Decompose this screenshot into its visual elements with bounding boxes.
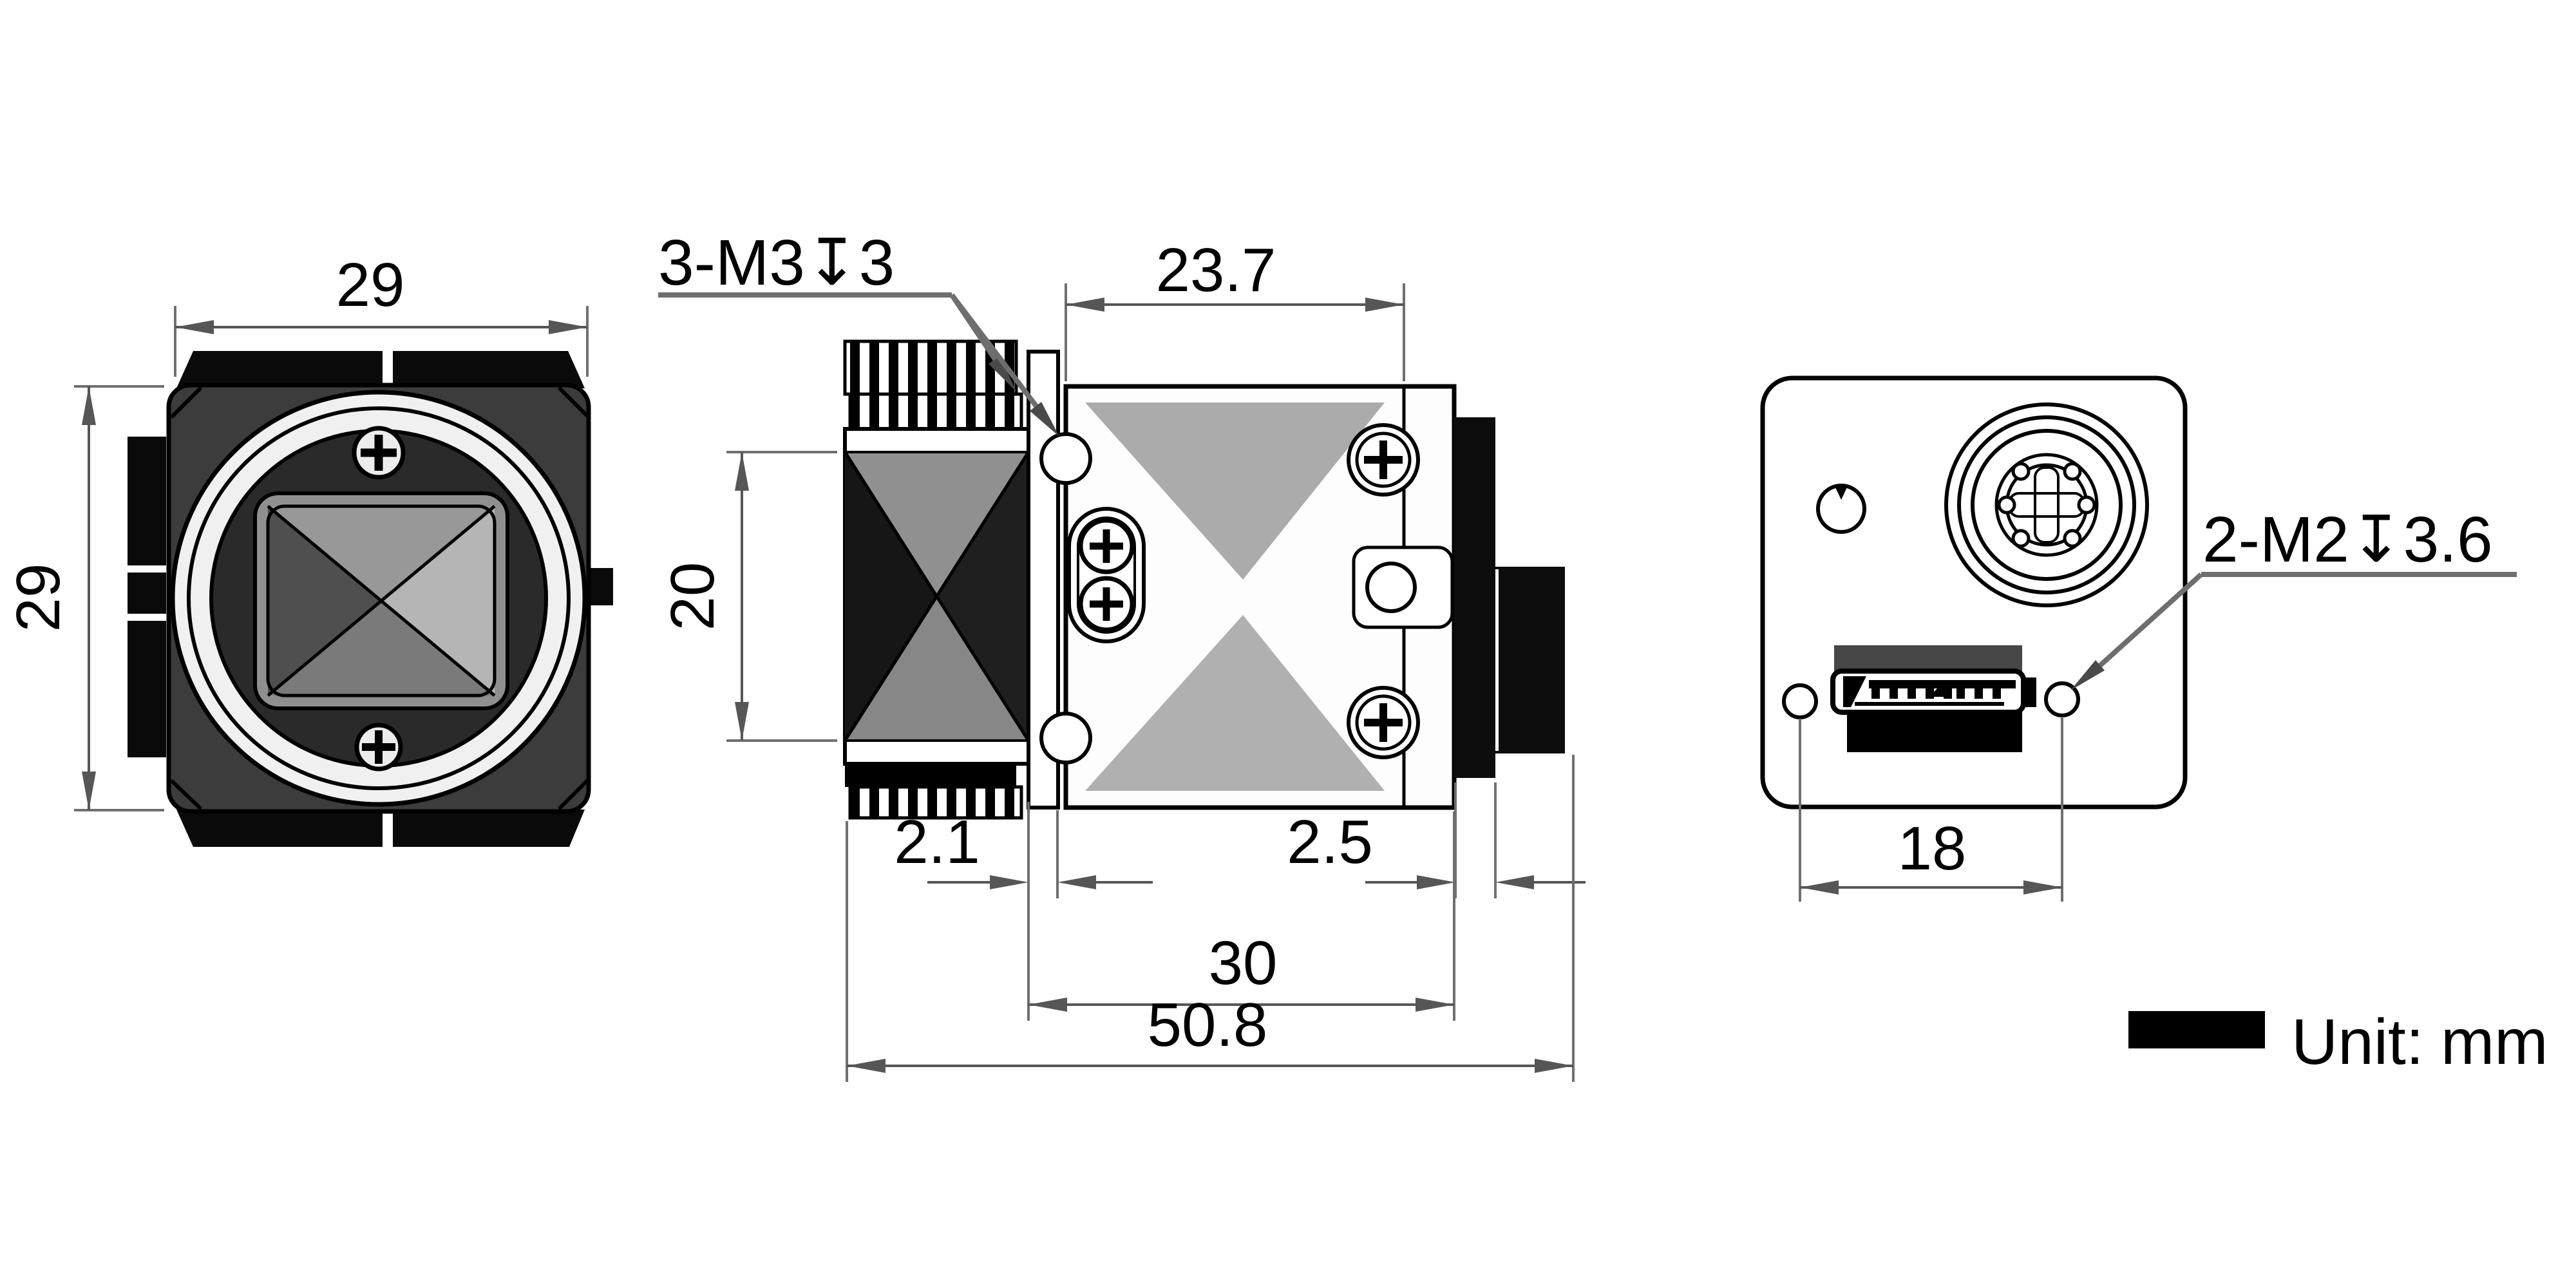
io-pin-6: [2063, 529, 2082, 548]
usb-micro-b-connector: [1830, 645, 2036, 752]
sensor-window-top-facet: [268, 506, 495, 601]
dim-front-height: 29: [4, 385, 164, 811]
flange-fin-band-bottom: [848, 785, 1023, 820]
io-connector-key-vertical: [2034, 466, 2060, 544]
sensor-window-right-facet: [381, 506, 495, 696]
front-corner-chamfer-br: [557, 779, 589, 811]
back-m2-hole-right: [2044, 681, 2080, 717]
body-rear-screw-bottom: [1347, 686, 1420, 759]
dim-label-front-width: 29: [336, 251, 405, 319]
body-rear-screw-top: [1347, 423, 1420, 497]
note-label-side-mount-holes: 3-M3↧3: [658, 227, 895, 299]
front-left-band-gap1: [128, 565, 166, 573]
dim-label-flange-inner-height: 20: [658, 562, 727, 631]
dim-label-body-with-flange-length: 30: [1209, 929, 1278, 998]
sensor-window-left-facet: [268, 506, 381, 696]
front-left-edge-band: [128, 437, 166, 757]
io-pin-3: [1997, 495, 2016, 515]
sensor-window-bottom-facet: [268, 601, 495, 696]
sensor-window-diagonal-2: [267, 505, 496, 697]
front-screw-bottom: [354, 723, 403, 772]
body-rear-plate: [1454, 417, 1495, 778]
io-pin-4: [2077, 495, 2096, 515]
note-label-rear-mount-holes: 2-M2↧3.6: [2202, 504, 2493, 576]
dim-rear-screw-spacing: 18: [1799, 717, 2063, 902]
back-view: [1760, 375, 2188, 810]
back-index-hole: [1816, 484, 1866, 534]
dim-label-front-height: 29: [4, 564, 73, 632]
dim-body-length: 23.7: [1065, 236, 1405, 381]
front-bottom-edge-band: [176, 810, 585, 847]
front-top-band-gap: [383, 348, 393, 393]
front-right-boss: [589, 568, 613, 605]
io-pin-1: [2011, 462, 2031, 481]
side-m3-hole-bottom: [1039, 712, 1092, 764]
flange-fin-band-top2: [848, 392, 1023, 431]
unit-note: Unit: mm: [2128, 1006, 2548, 1078]
dim-label-overall-length: 50.8: [1148, 990, 1268, 1059]
unit-note-label: Unit:: [2291, 1006, 2424, 1078]
front-bottom-band-gap: [383, 806, 393, 851]
io-pin-5: [2011, 529, 2031, 548]
dim-overall-length: 50.8: [846, 755, 1575, 1082]
dim-flange-plate-thickness: 2.1: [894, 802, 1153, 1021]
flange-right-facet: [936, 452, 1028, 741]
body-rear-connector-block: [1495, 567, 1565, 753]
dim-front-width: 29: [174, 251, 589, 377]
front-corner-chamfer-bl: [169, 779, 203, 811]
body-rear-connector-gap: [1495, 569, 1499, 751]
flange-top-facet: [845, 452, 1028, 596]
unit-note-bar: [2128, 1011, 2265, 1048]
body-top-shading: [1085, 402, 1385, 580]
flange-bottom-facet: [845, 596, 1028, 741]
flange-left-facet: [845, 452, 936, 741]
flange-diagonal-2: [843, 451, 1030, 742]
flange-bottom-band: [845, 764, 1016, 787]
dim-flange-inner-height: 20: [658, 451, 837, 742]
front-top-edge-band: [176, 351, 585, 388]
io-pin-2: [2063, 462, 2082, 481]
dim-body-with-flange-length: 30: [1028, 811, 1455, 1021]
front-corner-chamfer-tl: [169, 386, 203, 419]
side-slot-inner: [1077, 516, 1136, 634]
dim-label-flange-plate-thickness: 2.1: [894, 808, 980, 876]
side-m3-hole-top: [1039, 432, 1092, 485]
usb-recess-shadow: [1847, 712, 2022, 752]
front-corner-chamfer-tr: [557, 386, 589, 418]
body-bottom-shading: [1085, 615, 1385, 791]
dim-label-rear-screw-spacing: 18: [1898, 814, 1967, 883]
side-slot-screw-top: [1078, 518, 1135, 574]
sensor-window-inner-frame: [266, 504, 497, 697]
front-screw-top: [352, 426, 406, 480]
lens-mount-middle-ring: [187, 406, 571, 790]
note-rear-mount-holes: 2-M2↧3.6: [2070, 504, 2517, 690]
note-side-mount-holes: 3-M3↧3: [658, 227, 1059, 437]
back-m2-hole-left: [1782, 683, 1818, 719]
front-left-band-gap2: [128, 614, 166, 621]
front-view: [128, 348, 613, 851]
side-slot-screw-bottom: [1078, 576, 1135, 632]
side-section-view: [843, 339, 1060, 820]
dim-label-body-length: 23.7: [1156, 236, 1276, 305]
io-connector: [1944, 402, 2149, 607]
side-view: [1039, 384, 1565, 810]
unit-note-value: mm: [2441, 1006, 2548, 1078]
dim-label-rear-plate-thickness: 2.5: [1287, 808, 1372, 876]
body-mid-boss-hole: [1365, 562, 1417, 613]
